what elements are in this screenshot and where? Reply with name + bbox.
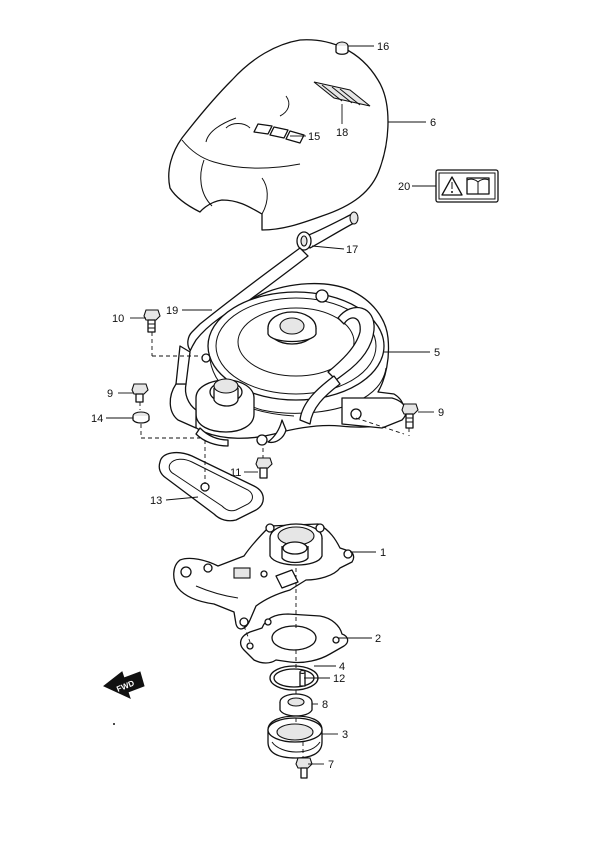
callout-4: 4 [339,661,345,673]
emblem-part-15 [253,123,305,144]
callout-7: 7 [328,759,334,771]
gasket-part-13 [158,451,264,522]
bolt-part-10 [143,309,161,333]
bolt-part-9-left [131,383,149,403]
callout-10: 10 [112,313,124,325]
bushing-part-3 [267,715,323,759]
starter-housing-part-5 [169,282,407,447]
callout-15: 15 [308,131,320,143]
bolt-part-11 [255,457,273,479]
callout-19: 19 [166,305,178,317]
callout-14: 14 [91,413,103,425]
callout-3: 3 [342,729,348,741]
grommet-part-16 [335,41,349,55]
leader-lines [106,45,436,765]
callout-20: 20 [398,181,410,193]
pin-part-12 [299,669,306,687]
seal-part-8 [279,693,313,717]
callout-17: 17 [346,244,358,256]
callout-8: 8 [322,699,328,711]
lower-plate-part-1 [173,523,355,630]
callout-13: 13 [150,495,162,507]
screw-part-7 [295,757,313,779]
callout-5: 5 [434,347,440,359]
gasket-part-2 [239,613,349,664]
callout-9-left: 9 [107,388,113,400]
washer-part-14 [132,411,150,424]
emblem-part-18 [313,81,371,107]
callout-1: 1 [380,547,386,559]
callout-6: 6 [430,117,436,129]
warning-label-part-20 [435,169,499,203]
guide-tube-part-17 [296,211,359,251]
callout-labels: 16 6 18 15 20 17 19 10 5 9 14 9 11 13 1 … [91,41,444,771]
callout-2: 2 [375,633,381,645]
forward-direction-arrow: FWD [103,671,145,699]
callout-11: 11 [230,467,241,479]
bolt-part-9-right [401,403,419,429]
callout-16: 16 [377,41,389,53]
callout-18: 18 [336,127,348,139]
callout-9-right: 9 [438,407,444,419]
callout-12: 12 [333,673,345,685]
